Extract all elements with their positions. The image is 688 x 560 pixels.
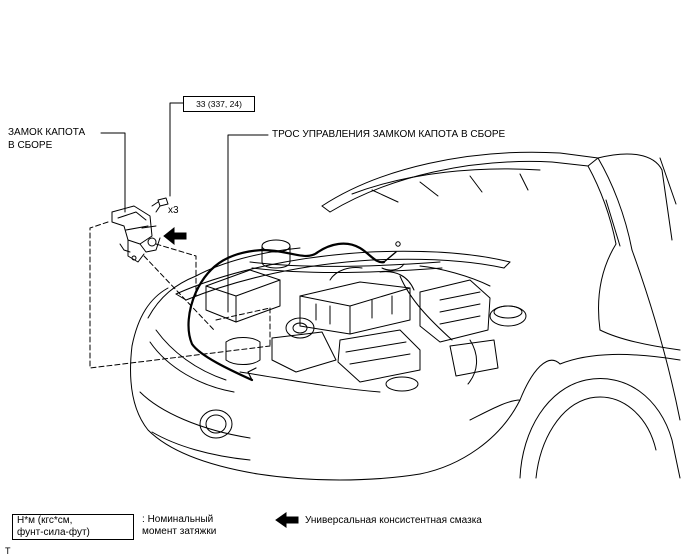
torque-leader — [169, 102, 184, 197]
torque-spec-box: 33 (337, 24) — [183, 96, 255, 112]
legend-grease-arrow-icon — [275, 512, 299, 528]
hood-cable-leader — [227, 134, 269, 313]
legend-torque-desc-prefix: : — [142, 514, 145, 525]
hood-lock-label: ЗАМОК КАПОТА В СБОРЕ — [8, 126, 85, 152]
bolt — [151, 197, 169, 213]
hood-lock-assembly — [111, 205, 161, 263]
grease-arrow-icon — [163, 226, 187, 246]
dashed-guide-lines — [89, 221, 271, 369]
legend-grease-label: Универсальная консистентная смазка — [305, 515, 482, 526]
legend-torque-units-line1: Н*м (кгс*см, — [17, 515, 73, 526]
legend-torque-desc: : Номинальный момент затяжки — [142, 514, 216, 538]
corner-mark: T — [5, 546, 11, 556]
legend-torque-desc-line2: момент затяжки — [142, 526, 217, 537]
hood-lock-label-line1: ЗАМОК КАПОТА — [8, 127, 86, 138]
legend-torque-units-box: Н*м (кгс*см, фунт-сила-фут) — [12, 514, 134, 540]
engine-bay — [205, 239, 527, 393]
legend-torque-desc-line1: Номинальный — [147, 514, 214, 525]
hood-lock-label-line2: В СБОРЕ — [8, 140, 53, 151]
hood-lock-cable — [187, 242, 386, 382]
bolt-count-label: x3 — [168, 205, 179, 216]
hood-cable-label: ТРОС УПРАВЛЕНИЯ ЗАМКОМ КАПОТА В СБОРЕ — [272, 129, 506, 140]
legend-torque-units-line2: фунт-сила-фут) — [17, 527, 90, 538]
car-body — [130, 151, 681, 481]
hood-lock-leader — [100, 132, 126, 213]
